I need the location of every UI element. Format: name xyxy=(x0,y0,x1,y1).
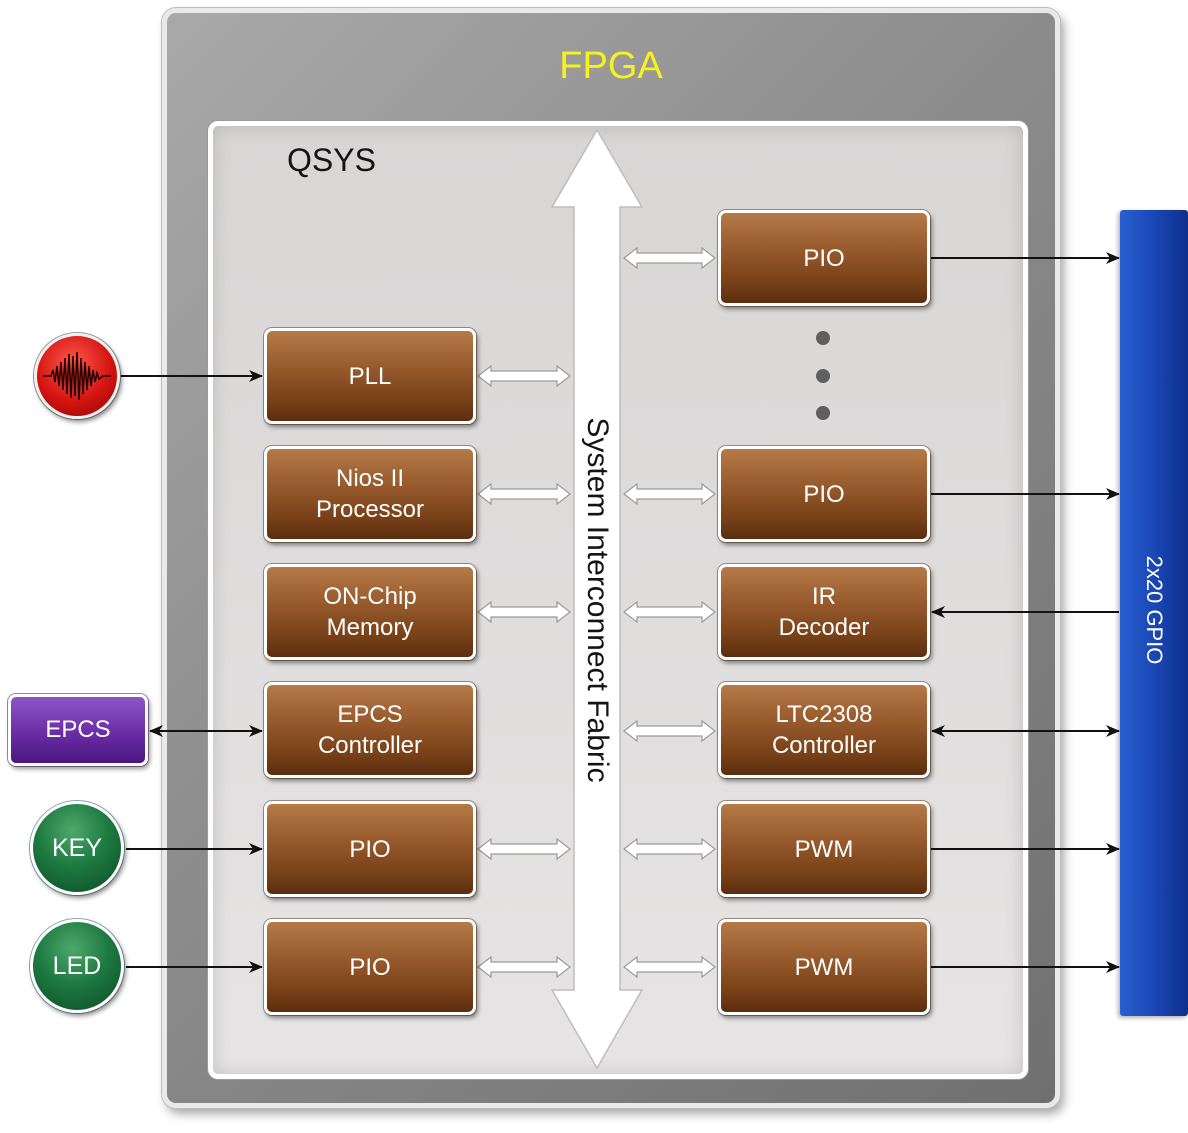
right-bus-link-5 xyxy=(623,955,716,979)
system-bus-label: System Interconnect Fabric xyxy=(581,417,614,783)
left-bus-link-2 xyxy=(477,600,571,624)
left-bus-link-1 xyxy=(477,482,571,506)
right-bus-link-1 xyxy=(623,482,716,506)
left-bus-link-0 xyxy=(477,364,571,388)
left-bus-link-4 xyxy=(477,955,571,979)
right-bus-link-4 xyxy=(623,837,716,861)
fpga-title: FPGA xyxy=(559,45,663,87)
right-bus-link-0 xyxy=(623,246,716,270)
qsys-title: QSYS xyxy=(287,142,376,178)
ellipsis-dot xyxy=(816,369,830,383)
on-chip-memory-block: ON-Chip Memory xyxy=(264,564,476,660)
ltc2308-controller-block: LTC2308 Controller xyxy=(718,682,930,778)
left-bus-link-3 xyxy=(477,837,571,861)
system-bus-arrow xyxy=(550,128,644,1070)
ir-decoder-block: IR Decoder xyxy=(718,564,930,660)
pwm-block-1: PWM xyxy=(718,801,930,897)
ellipsis-dot xyxy=(816,406,830,420)
key-pio-block: PIO xyxy=(264,801,476,897)
waveform-icon xyxy=(43,351,111,401)
ellipsis-dot xyxy=(816,331,830,345)
key-device: KEY xyxy=(30,801,124,895)
gpio-header-bar xyxy=(1120,210,1188,1016)
pio-block-2: PIO xyxy=(718,446,930,542)
bus-links xyxy=(477,246,716,979)
epcs-device: EPCS xyxy=(8,694,148,766)
clock-source-icon xyxy=(34,333,120,419)
right-bus-link-2 xyxy=(623,600,716,624)
led-pio-block: PIO xyxy=(264,919,476,1015)
nios-processor-block: Nios II Processor xyxy=(264,446,476,542)
epcs-controller-block: EPCS Controller xyxy=(264,682,476,778)
led-device: LED xyxy=(30,919,124,1013)
right-bus-link-3 xyxy=(623,719,716,743)
pll-block: PLL xyxy=(264,328,476,424)
pwm-block-2: PWM xyxy=(718,919,930,1015)
pio-block-1: PIO xyxy=(718,210,930,306)
